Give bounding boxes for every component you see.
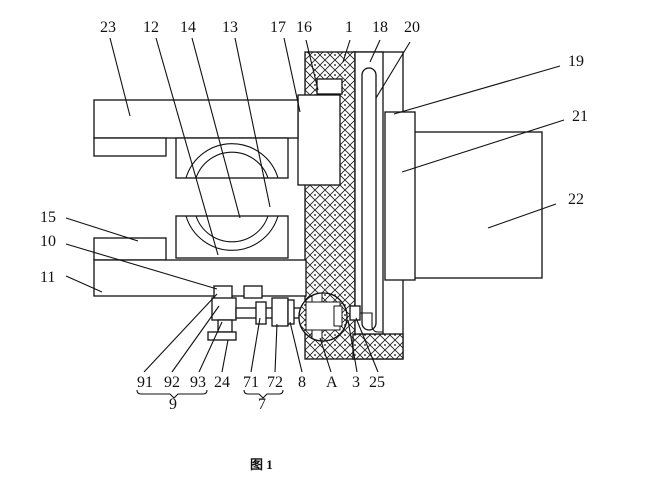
lower-clamp xyxy=(175,215,289,259)
block-22 xyxy=(411,131,543,279)
leader-lines xyxy=(65,37,565,373)
label-8: 8 xyxy=(298,374,306,391)
arm-11 xyxy=(93,259,307,297)
label-12: 12 xyxy=(143,19,159,36)
reference-numerals: 23 12 14 13 17 16 1 18 20 19 21 22 15 10… xyxy=(40,19,588,413)
mechanism-drawing xyxy=(93,51,543,360)
label-71: 71 xyxy=(243,374,259,391)
label-72: 72 xyxy=(267,374,283,391)
label-11: 11 xyxy=(40,269,55,286)
grouping-braces xyxy=(136,389,284,399)
label-10: 10 xyxy=(40,233,56,250)
label-24: 24 xyxy=(214,374,230,391)
upper-clamp xyxy=(175,137,289,179)
arm-23 xyxy=(93,99,299,139)
label-13: 13 xyxy=(222,19,238,36)
label-20: 20 xyxy=(404,19,420,36)
label-19: 19 xyxy=(568,53,584,70)
label-7: 7 xyxy=(258,396,266,413)
cap-16 xyxy=(316,78,343,95)
label-93: 93 xyxy=(190,374,206,391)
label-23: 23 xyxy=(100,19,116,36)
shaft-assembly xyxy=(207,285,317,341)
label-A: A xyxy=(326,374,338,391)
rod-3 xyxy=(360,312,383,333)
detail-circle-A xyxy=(298,292,348,342)
label-91: 91 xyxy=(137,374,153,391)
arm-23-lower xyxy=(93,137,167,157)
pin-25 xyxy=(349,305,361,321)
label-14: 14 xyxy=(180,19,196,36)
label-16: 16 xyxy=(296,19,312,36)
label-1: 1 xyxy=(345,19,353,36)
label-17: 17 xyxy=(270,19,286,36)
plate-21 xyxy=(384,111,416,281)
label-25: 25 xyxy=(369,374,385,391)
label-22: 22 xyxy=(568,191,584,208)
sleeve-17 xyxy=(297,94,341,186)
label-3: 3 xyxy=(352,374,360,391)
label-92: 92 xyxy=(164,374,180,391)
label-15: 15 xyxy=(40,209,56,226)
block-15 xyxy=(93,237,167,261)
label-18: 18 xyxy=(372,19,388,36)
label-9: 9 xyxy=(169,396,177,413)
label-21: 21 xyxy=(572,108,588,125)
slot-20 xyxy=(361,67,377,331)
figure-caption: 图 1 xyxy=(250,457,273,472)
